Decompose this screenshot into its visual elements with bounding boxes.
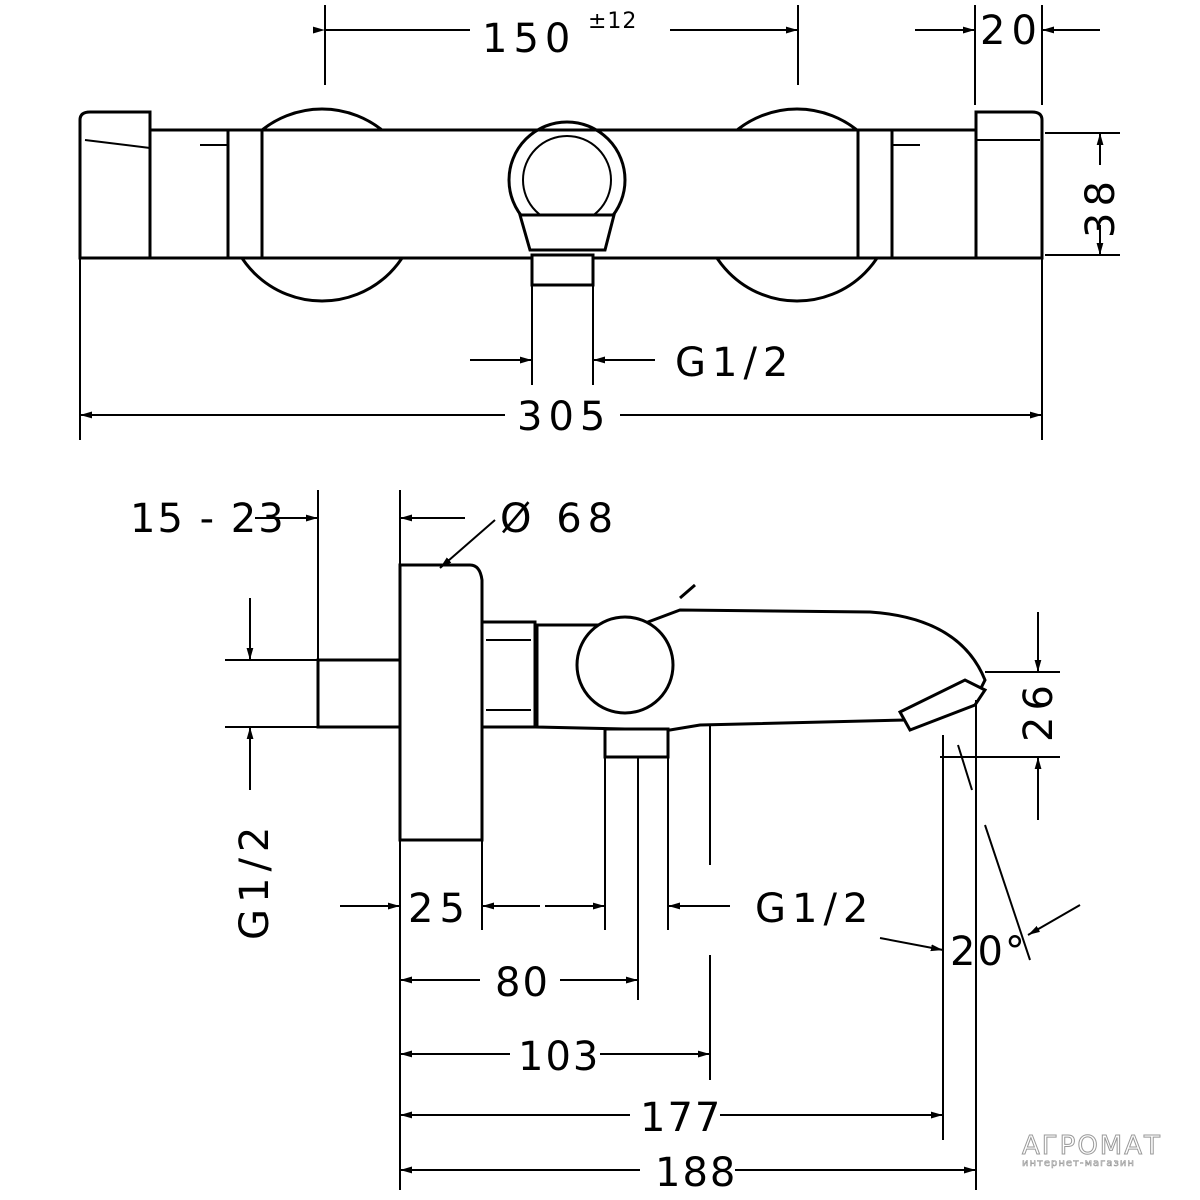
dim-outlet-thread: G1/2 [755, 886, 874, 932]
bath-outlet-nut [603, 727, 670, 759]
dim-80: 80 [495, 960, 550, 1006]
dim-188: 188 [655, 1150, 737, 1196]
diverter-knob [518, 213, 616, 252]
lever [679, 583, 696, 600]
wall-inlet-pipe [316, 658, 402, 729]
right-handle [974, 110, 1044, 260]
dim-total-width: 305 [517, 394, 611, 440]
dim-spout-angle: 20° [950, 929, 1027, 975]
top-view: 150 ±12 20 38 G1/2 305 [78, 5, 1124, 440]
dim-inlet-thread: G1/2 [232, 821, 278, 940]
dim-centers: 150 [482, 16, 576, 62]
dim-103: 103 [518, 1034, 600, 1080]
aerator [897, 678, 988, 732]
watermark-logo: АГРОМАТ интернет-магазин [1022, 1131, 1162, 1170]
dim-25: 25 [408, 886, 471, 932]
watermark-tagline: интернет-магазин [1022, 1158, 1135, 1169]
dim-wall-projection: 15 - 23 [130, 496, 286, 542]
left-collar [226, 128, 264, 260]
control-knob [575, 615, 675, 715]
dim-177: 177 [640, 1095, 722, 1141]
union-nut [480, 620, 537, 729]
dim-outlet-thread: G1/2 [675, 340, 794, 386]
dim-centers-tolerance: ±12 [588, 9, 637, 34]
outlet-connector [530, 253, 595, 287]
dim-cap-width: 20 [980, 8, 1043, 54]
dim-escutcheon-diameter: Ø 68 [500, 496, 619, 542]
dim-26: 26 [1016, 679, 1062, 742]
dim-height: 38 [1078, 175, 1124, 238]
left-handle [78, 110, 152, 260]
watermark-brand: АГРОМАТ [1022, 1131, 1162, 1161]
side-view: 15 - 23 Ø 68 G1/2 25 G1/2 80 103 177 188… [130, 490, 1081, 1196]
right-collar [856, 128, 894, 260]
wall-escutcheon [398, 563, 484, 842]
